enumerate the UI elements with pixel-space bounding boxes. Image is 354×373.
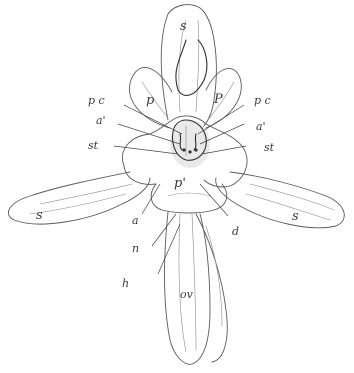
label-dorsal-sepal: s	[180, 19, 187, 34]
label-right-sepal: s	[292, 209, 299, 224]
label-left-sepal: s	[36, 208, 43, 223]
label-pc-right: p c	[254, 94, 271, 107]
label-ovary: ov	[180, 288, 194, 301]
lip	[151, 184, 226, 213]
label-pc-left: p c	[88, 94, 105, 107]
label-anther-left: a'	[96, 114, 106, 127]
dorsal-sepal	[161, 5, 216, 130]
right-lateral-sepal	[216, 172, 345, 228]
label-stigma-left: st	[88, 139, 99, 152]
right-petal-wing	[206, 68, 241, 128]
label-a: a	[132, 214, 139, 227]
column-and-ovary	[165, 212, 228, 364]
label-d: d	[232, 225, 239, 238]
label-n: n	[132, 242, 139, 255]
left-lateral-sepal	[8, 172, 150, 224]
label-h: h	[122, 277, 129, 290]
label-petal-right: P	[213, 92, 223, 107]
label-petal-left: p	[146, 93, 155, 108]
label-lip: p'	[174, 176, 186, 191]
label-stigma-right: st	[264, 141, 275, 154]
label-anther-right: a'	[256, 120, 266, 133]
